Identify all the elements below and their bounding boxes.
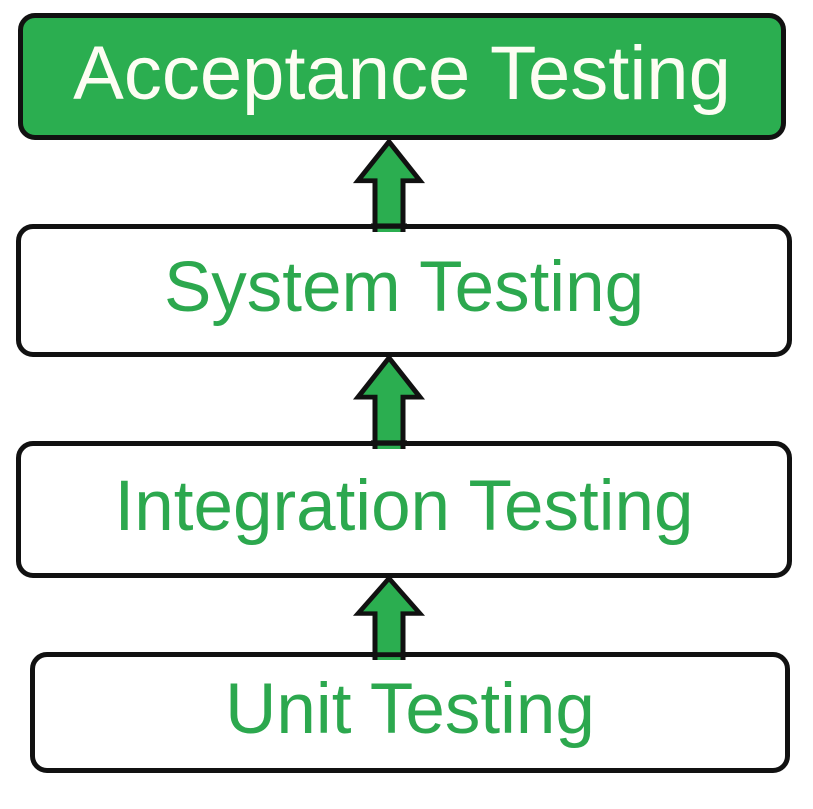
box-acceptance-testing: Acceptance Testing xyxy=(18,13,786,140)
up-arrow-icon xyxy=(352,574,426,660)
box-label-unit-testing: Unit Testing xyxy=(225,670,595,749)
up-arrow-icon xyxy=(352,137,426,232)
box-label-acceptance-testing: Acceptance Testing xyxy=(73,30,731,116)
up-arrow-icon xyxy=(352,353,426,449)
box-system-testing: System Testing xyxy=(16,224,792,357)
box-unit-testing: Unit Testing xyxy=(30,652,790,773)
box-integration-testing: Integration Testing xyxy=(16,441,792,578)
box-label-system-testing: System Testing xyxy=(163,248,645,327)
box-label-integration-testing: Integration Testing xyxy=(114,467,694,546)
